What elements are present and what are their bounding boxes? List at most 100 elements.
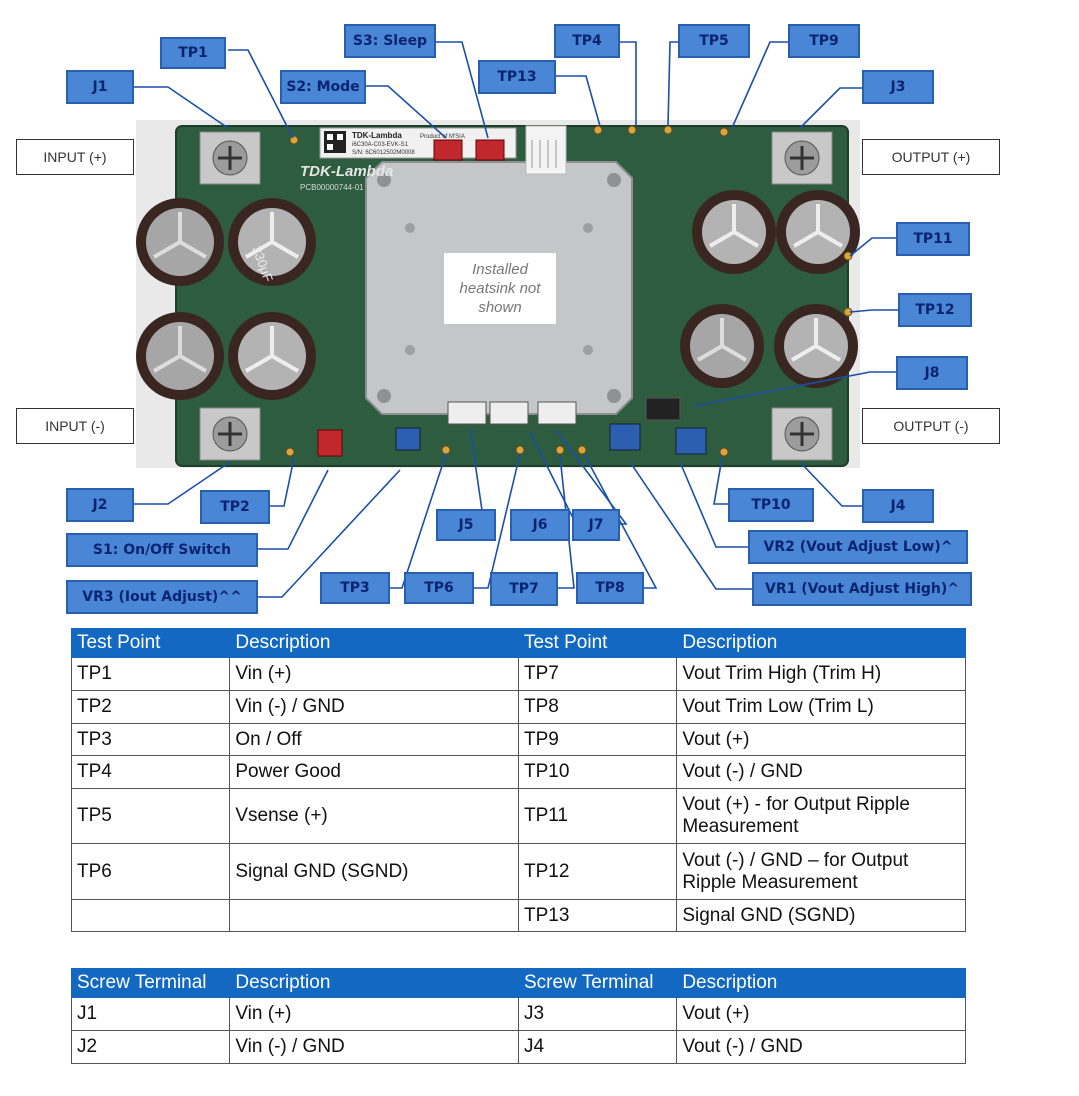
output-positive-label: OUTPUT (+) — [862, 139, 1000, 175]
cell: Vout (+) — [676, 723, 966, 756]
callout-j5: J5 — [436, 509, 496, 541]
callout-tp10: TP10 — [728, 488, 814, 522]
screw-terminal-j4 — [771, 407, 833, 461]
jumper-j7 — [537, 401, 577, 425]
header-description: Description — [676, 968, 966, 998]
label-origin-text: Product of M'SIA — [420, 134, 465, 140]
callout-tp13: TP13 — [478, 60, 556, 94]
connector-cn1 — [525, 125, 567, 175]
header-description: Description — [229, 968, 519, 998]
callout-tp5: TP5 — [678, 24, 750, 58]
label-sn-text: S/N: 6C6012502M0008 — [352, 150, 415, 156]
callout-tp9: TP9 — [788, 24, 860, 58]
cell: Vin (+) — [229, 657, 519, 691]
input-capacitors — [136, 198, 316, 400]
screw-terminal-j3 — [771, 131, 833, 185]
cell: Vin (+) — [229, 997, 519, 1031]
callout-j6: J6 — [510, 509, 570, 541]
input-negative-label: INPUT (-) — [16, 408, 134, 444]
callout-vr2: VR2 (Vout Adjust Low)^ — [748, 530, 968, 564]
callout-tp1: TP1 — [160, 37, 226, 69]
cell: TP9 — [517, 723, 678, 756]
callout-j4: J4 — [862, 489, 934, 523]
leader-lines — [134, 41, 898, 598]
output-capacitors — [680, 190, 860, 388]
table-row: TP1 Vin (+) TP7 Vout Trim High (Trim H) — [70, 657, 966, 691]
cell: TP4 — [70, 755, 231, 789]
cell: Vsense (+) — [229, 788, 519, 844]
callout-s1: S1: On/Off Switch — [66, 533, 258, 567]
cell: TP7 — [517, 657, 678, 691]
cell: Signal GND (SGND) — [229, 843, 519, 900]
jumper-j8 — [645, 397, 681, 421]
table-row: TP3 On / Off TP9 Vout (+) — [70, 723, 966, 756]
cell: J3 — [517, 997, 678, 1031]
table-row: TP13 Signal GND (SGND) — [70, 899, 966, 932]
cell: TP12 — [517, 843, 678, 900]
callout-tp3: TP3 — [320, 572, 390, 604]
callout-tp8: TP8 — [576, 572, 644, 604]
callout-j8: J8 — [896, 356, 968, 390]
callout-j7: J7 — [572, 509, 620, 541]
cell: Vout Trim High (Trim H) — [676, 657, 966, 691]
table-row: J2 Vin (-) / GND J4 Vout (-) / GND — [70, 1030, 966, 1064]
header-test-point: Test Point — [517, 628, 678, 658]
cell: J1 — [70, 997, 231, 1031]
evaluation-board-figure: TDK-Lambda i6C30A-C03-EVK-S1 S/N: 6C6012… — [16, 24, 1000, 614]
table-row: J1 Vin (+) J3 Vout (+) — [70, 997, 966, 1031]
silkscreen-part: PCB00000744-01 — [300, 183, 364, 192]
cell: TP1 — [70, 657, 231, 691]
screw-terminal-table: Screw Terminal Description Screw Termina… — [70, 968, 966, 1064]
jumper-j5 — [447, 401, 487, 425]
silkscreen-brand: TDK-Lambda — [300, 163, 393, 180]
header-screw-terminal: Screw Terminal — [70, 968, 231, 998]
callout-tp2: TP2 — [200, 490, 270, 524]
cell: TP8 — [517, 690, 678, 724]
input-positive-label: INPUT (+) — [16, 139, 134, 175]
table-header-row: Screw Terminal Description Screw Termina… — [70, 968, 966, 998]
trimpot-vr3 — [395, 427, 421, 451]
callout-tp6: TP6 — [404, 572, 474, 604]
table-row: TP5 Vsense (+) TP11 Vout (+) - for Outpu… — [70, 788, 966, 844]
cell — [229, 899, 519, 932]
callout-s2: S2: Mode — [280, 70, 366, 104]
output-negative-label: OUTPUT (-) — [862, 408, 1000, 444]
header-description: Description — [229, 628, 519, 658]
header-screw-terminal: Screw Terminal — [517, 968, 678, 998]
heatsink-note: Installed heatsink not shown — [444, 253, 556, 324]
label-maker-text: TDK-Lambda — [352, 131, 402, 140]
table-row: TP4 Power Good TP10 Vout (-) / GND — [70, 755, 966, 789]
cell: TP11 — [517, 788, 678, 844]
callout-tp4: TP4 — [554, 24, 620, 58]
callout-tp12: TP12 — [898, 293, 972, 327]
cell: Power Good — [229, 755, 519, 789]
cell: Signal GND (SGND) — [676, 899, 966, 932]
trimpot-vr1 — [675, 427, 707, 455]
cell: Vin (-) / GND — [229, 1030, 519, 1064]
cell: TP10 — [517, 755, 678, 789]
header-description: Description — [676, 628, 966, 658]
callout-j2: J2 — [66, 488, 134, 522]
cell: Vout (+) — [676, 997, 966, 1031]
table-header-row: Test Point Description Test Point Descri… — [70, 628, 966, 658]
switch-s1 — [317, 429, 343, 457]
screw-terminal-j1 — [199, 131, 261, 185]
cell: Vout (-) / GND — [676, 755, 966, 789]
table-row: TP2 Vin (-) / GND TP8 Vout Trim Low (Tri… — [70, 690, 966, 724]
cell: J2 — [70, 1030, 231, 1064]
cell — [70, 899, 231, 932]
cell: Vout Trim Low (Trim L) — [676, 690, 966, 724]
test-point-posts — [285, 125, 853, 457]
callout-vr3: VR3 (Iout Adjust)^^ — [66, 580, 258, 614]
jumper-j6 — [489, 401, 529, 425]
table-row: TP6 Signal GND (SGND) TP12 Vout (-) / GN… — [70, 843, 966, 900]
switch-s2 — [433, 139, 463, 161]
switch-s3 — [475, 139, 505, 161]
cell: TP3 — [70, 723, 231, 756]
cell: On / Off — [229, 723, 519, 756]
cell: J4 — [517, 1030, 678, 1064]
callout-j3: J3 — [862, 70, 934, 104]
callout-tp7: TP7 — [490, 572, 558, 606]
cell: TP5 — [70, 788, 231, 844]
callout-tp11: TP11 — [896, 222, 970, 256]
